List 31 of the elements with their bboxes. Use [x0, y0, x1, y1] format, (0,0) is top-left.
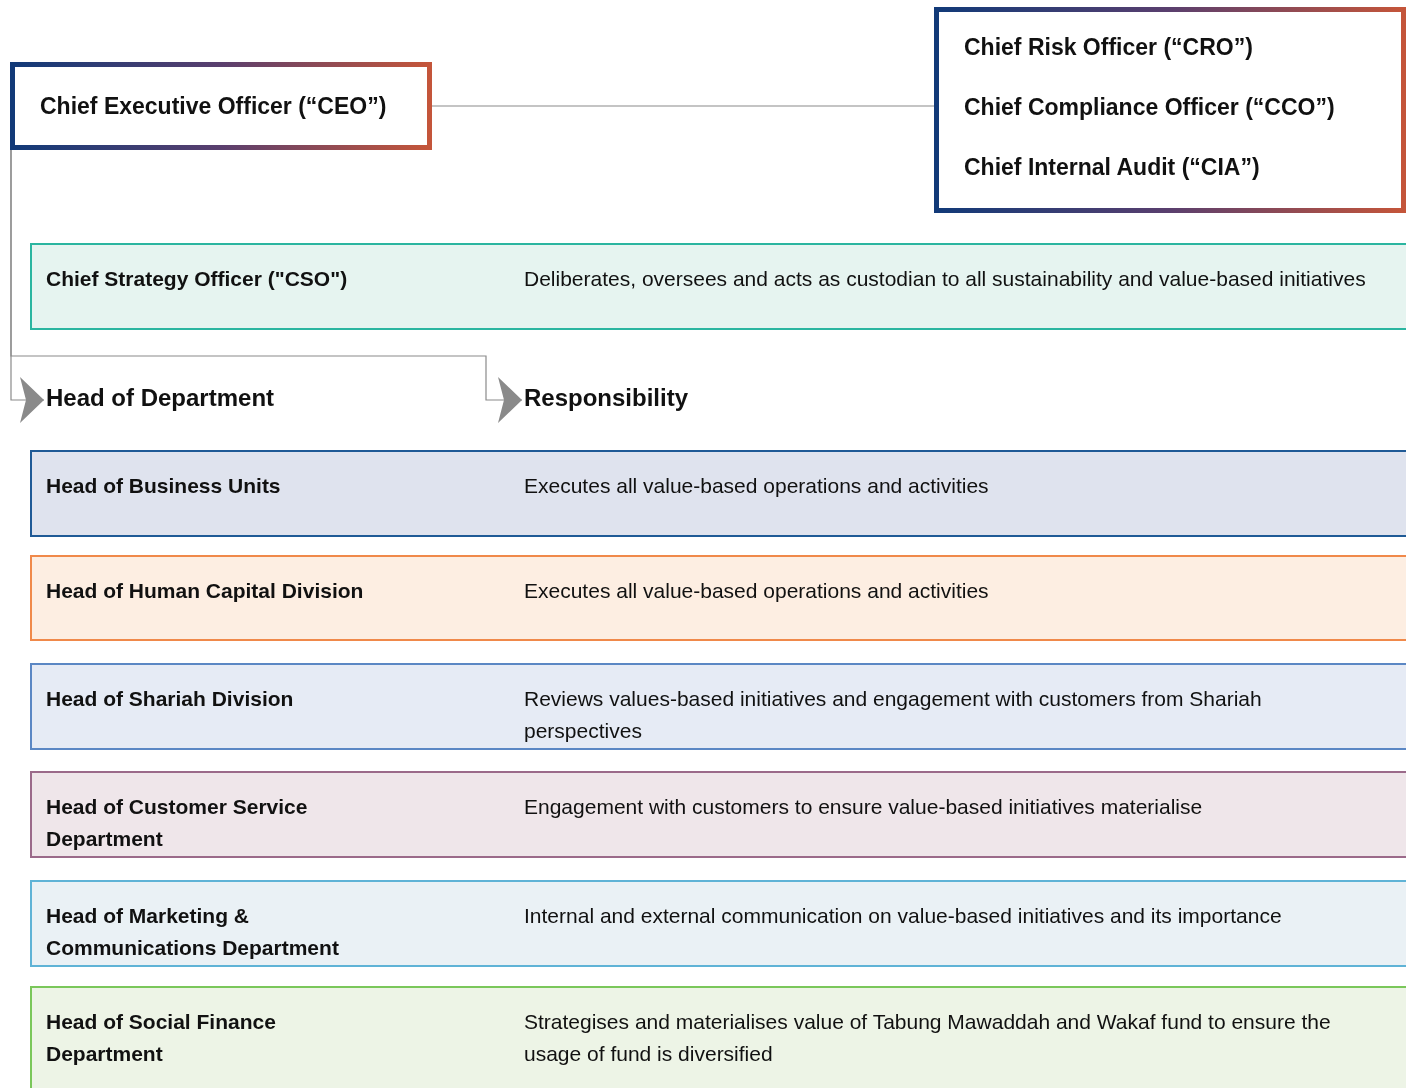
column-heading: Head of Department	[46, 383, 275, 413]
role-title: Chief Risk Officer (“CRO”)	[964, 33, 1253, 62]
table-row	[30, 880, 1406, 967]
table-row	[30, 555, 1406, 641]
role-title: Chief Executive Officer (“CEO”)	[40, 92, 387, 121]
responsibility-text: Engagement with customers to ensure value-based initiatives materialise	[524, 794, 1204, 820]
roles-box	[934, 7, 1406, 213]
role-name: Head of Customer Service Department	[46, 794, 309, 852]
responsibility-text: Deliberates, oversees and acts as custodian to all sustainability and value-based initiatives	[524, 266, 1367, 292]
arrow	[10, 149, 523, 423]
responsibility-text: Executes all value-based operations and activities	[524, 473, 990, 499]
connector-line	[431, 105, 935, 107]
column-heading: Responsibility	[524, 383, 689, 413]
role-name: Head of Shariah Division	[46, 686, 295, 712]
role-box	[10, 62, 432, 150]
role-name: Chief Strategy Officer ("CSO")	[46, 266, 349, 292]
table-row	[30, 986, 1406, 1088]
role-name: Head of Business Units	[46, 473, 282, 499]
responsibility-text: Strategises and materialises value of Tabung Mawaddah and Wakaf fund to ensure the usage of fund is diversified	[524, 1009, 1332, 1067]
responsibility-text: Executes all value-based operations and activities	[524, 578, 990, 604]
role-title: Chief Compliance Officer (“CCO”)	[964, 93, 1335, 122]
role-name: Head of Marketing & Communications Department	[46, 903, 340, 961]
table-row	[30, 243, 1406, 330]
role-name: Head of Human Capital Division	[46, 578, 365, 604]
role-name: Head of Social Finance Department	[46, 1009, 277, 1067]
table-row	[30, 771, 1406, 858]
table-row	[30, 663, 1406, 750]
responsibility-text: Internal and external communication on value-based initiatives and its importance	[524, 903, 1283, 929]
role-title: Chief Internal Audit (“CIA”)	[964, 153, 1260, 182]
responsibility-text: Reviews values-based initiatives and engagement with customers from Shariah perspectives	[524, 686, 1263, 744]
table-row	[30, 450, 1406, 537]
